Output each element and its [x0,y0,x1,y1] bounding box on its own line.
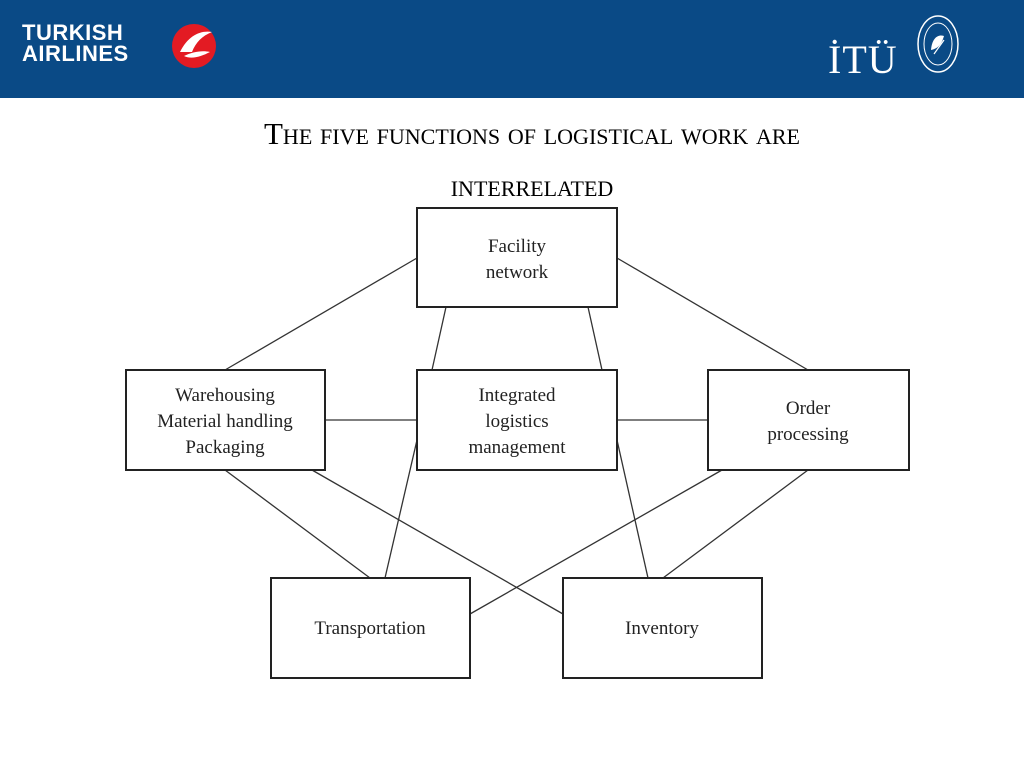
slide-title-line2: interrelated [450,168,614,203]
node-facility-network: Facility network [416,207,618,308]
diagram-connectors [224,257,809,615]
node-transportation: Transportation [270,577,471,679]
airline-logo-line2: AIRLINES [22,41,129,66]
airline-logo-line1: TURKISH [22,20,124,45]
slide-title: The five functions of logistical work ar… [100,108,964,212]
node-inventory: Inventory [562,577,763,679]
node-integrated-label-2: logistics [485,411,548,432]
edge-order-inventory [662,469,809,579]
node-warehousing-label-1: Warehousing [175,385,275,406]
node-order-label-2: processing [767,424,849,445]
node-order-processing: Order processing [707,369,910,471]
node-integrated-label-3: management [468,437,566,458]
node-order-label-1: Order [786,398,831,419]
edge-facility-warehousing [224,257,418,371]
edge-facility-integrated-left [431,306,447,371]
university-seal-icon [917,15,959,73]
node-warehousing: Warehousing Material handling Packaging [125,369,326,471]
slide-title-line1: The five functions of logistical work ar… [264,116,800,151]
university-logo-text: İTÜ [828,37,898,82]
edge-warehousing-inventory [311,469,564,615]
node-integrated-label-1: Integrated [478,385,556,406]
node-integrated-logistics: Integrated logistics management [416,369,618,471]
node-inventory-label: Inventory [625,618,699,639]
header-band: TURKISH AIRLINES İTÜ [0,0,1024,98]
university-logo: İTÜ [822,12,962,88]
edge-facility-order [616,257,809,371]
edge-integrated-inventory [616,439,649,579]
airline-tail-icon [172,24,216,68]
node-facility-label-2: network [486,262,549,283]
node-warehousing-label-3: Packaging [185,437,265,458]
node-transportation-label: Transportation [314,618,426,639]
airline-logo: TURKISH AIRLINES [22,20,222,76]
edge-integrated-transportation [384,439,418,579]
node-warehousing-label-2: Material handling [157,411,293,432]
edge-order-transportation [469,469,723,615]
edge-facility-integrated-right [587,306,603,371]
node-facility-label-1: Facility [488,236,547,257]
edge-warehousing-transportation [224,469,371,579]
